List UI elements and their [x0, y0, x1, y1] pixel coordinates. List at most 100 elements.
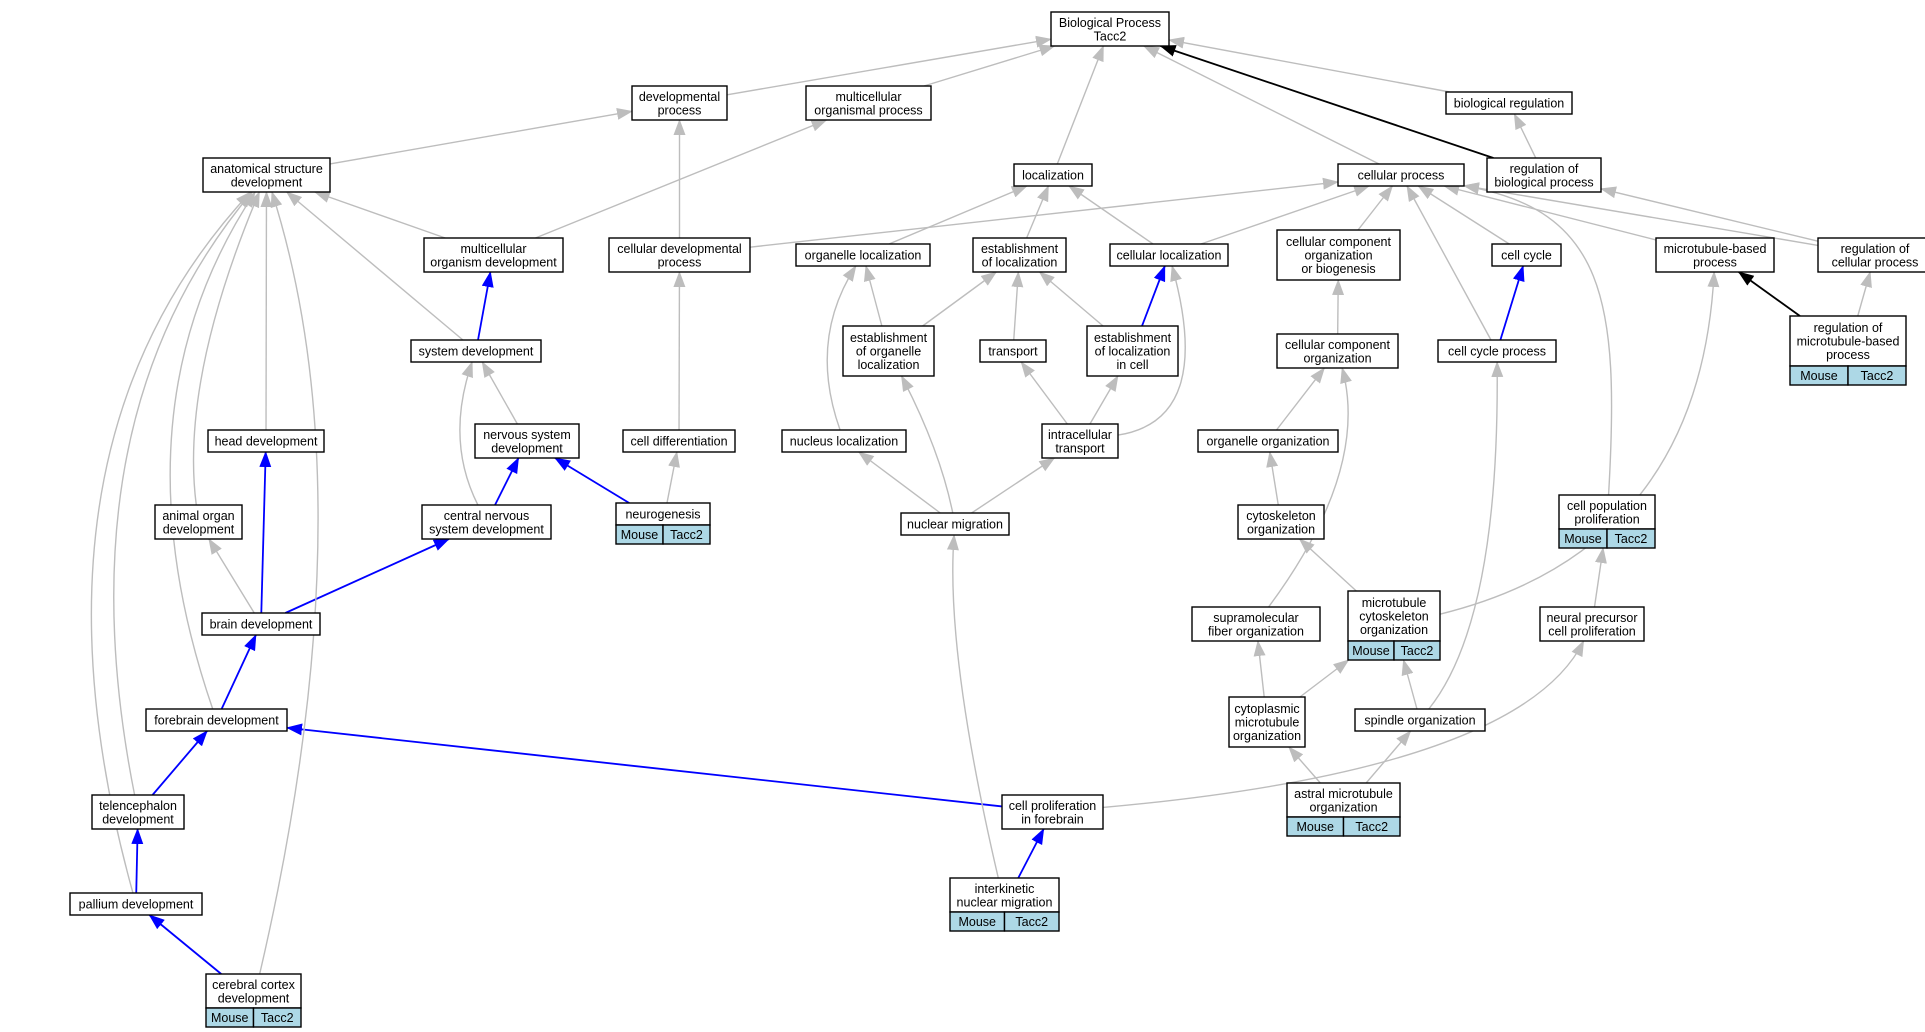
node-label-line: organization — [1309, 800, 1377, 814]
node-celldiff[interactable]: cell differentiation — [622, 429, 736, 453]
node-label-line: development — [231, 175, 303, 189]
node-pallium[interactable]: pallium development — [69, 892, 203, 916]
node-cellcycle[interactable]: cell cycle — [1491, 243, 1562, 267]
node-regmt[interactable]: regulation ofmicrotubule-basedprocessMou… — [1789, 315, 1907, 386]
node-label-line: multicellular — [836, 90, 902, 104]
annotation-species-label: Mouse — [1800, 369, 1838, 383]
node-cellloc[interactable]: cellular localization — [1109, 243, 1229, 267]
node-label-line: biological process — [1494, 175, 1593, 189]
node-nucloc[interactable]: nucleus localization — [781, 429, 907, 453]
node-label-line: organism development — [430, 255, 557, 269]
node-localization[interactable]: localization — [1013, 163, 1093, 187]
node-bioreg[interactable]: biological regulation — [1445, 91, 1573, 115]
node-box — [842, 325, 935, 377]
edge-multiorg-to-bp — [923, 44, 1056, 87]
node-cellproc[interactable]: cellular process — [1337, 163, 1465, 187]
node-box — [631, 85, 728, 121]
node-label-line: cell population — [1567, 499, 1647, 513]
edge-braindev-to-headdev — [259, 451, 272, 614]
node-label-line: organization — [1247, 522, 1315, 536]
node-label-line: development — [102, 812, 174, 826]
node-box — [781, 429, 907, 453]
node-braindev[interactable]: brain development — [201, 612, 321, 636]
node-label-line: organization — [1360, 623, 1428, 637]
edge-ccproc-to-cellcycle — [1499, 265, 1525, 341]
node-orgloc[interactable]: organelle localization — [795, 243, 931, 267]
node-label-line: of localization — [982, 255, 1058, 269]
node-label-line: microtubule-based — [1664, 242, 1767, 256]
node-box — [201, 612, 321, 636]
node-label-line: nuclear migration — [957, 895, 1053, 909]
node-orgorg[interactable]: organelle organization — [1197, 429, 1339, 453]
node-label-line: system development — [419, 345, 534, 359]
node-box — [154, 504, 243, 540]
node-label-line: cytoplasmic — [1234, 702, 1299, 716]
node-label-line: in forebrain — [1021, 812, 1084, 826]
node-label-line: neurogenesis — [625, 508, 700, 522]
node-label-line: organization — [1303, 351, 1371, 365]
node-box — [1445, 91, 1573, 115]
node-label-line: cellular component — [1286, 235, 1391, 249]
node-box — [1539, 606, 1645, 642]
node-box — [91, 794, 185, 830]
edge-mtbased-to-cellproc — [1443, 183, 1657, 241]
node-label-line: process — [1826, 348, 1870, 362]
node-label-line: regulation of — [1814, 321, 1883, 335]
edge-regmt-to-mtbased — [1737, 271, 1801, 317]
annotation-gene-cell — [1606, 528, 1656, 549]
node-headdev[interactable]: head development — [207, 429, 325, 453]
node-ccproc[interactable]: cell cycle process — [1437, 339, 1557, 363]
node-box — [423, 237, 564, 273]
node-nucmig[interactable]: nuclear migration — [900, 512, 1010, 536]
node-label-line: or biogenesis — [1301, 262, 1375, 276]
edge-intratrans-to-estloccell — [1089, 375, 1119, 425]
node-box — [1337, 163, 1465, 187]
node-forebrain[interactable]: forebrain development — [145, 708, 288, 732]
node-box — [1354, 708, 1486, 732]
node-label-line: Tacc2 — [1094, 29, 1127, 43]
node-box — [1191, 606, 1321, 642]
node-mtcyto[interactable]: microtubulecytoskeletonorganizationMouse… — [1347, 590, 1441, 661]
edge-braindev-to-animorg — [208, 538, 255, 614]
node-spindle[interactable]: spindle organization — [1354, 708, 1486, 732]
node-label-line: in cell — [1117, 358, 1149, 372]
node-box — [1437, 339, 1557, 363]
node-transport[interactable]: transport — [979, 339, 1047, 363]
node-label-line: cellular localization — [1117, 249, 1222, 263]
node-label-line: developmental — [639, 90, 720, 104]
node-box — [474, 423, 580, 459]
node-sysdev[interactable]: system development — [410, 339, 542, 363]
node-label-line: regulation of — [1841, 242, 1910, 256]
node-box — [805, 85, 932, 121]
edge-spindle-to-ccproc — [1428, 361, 1504, 710]
